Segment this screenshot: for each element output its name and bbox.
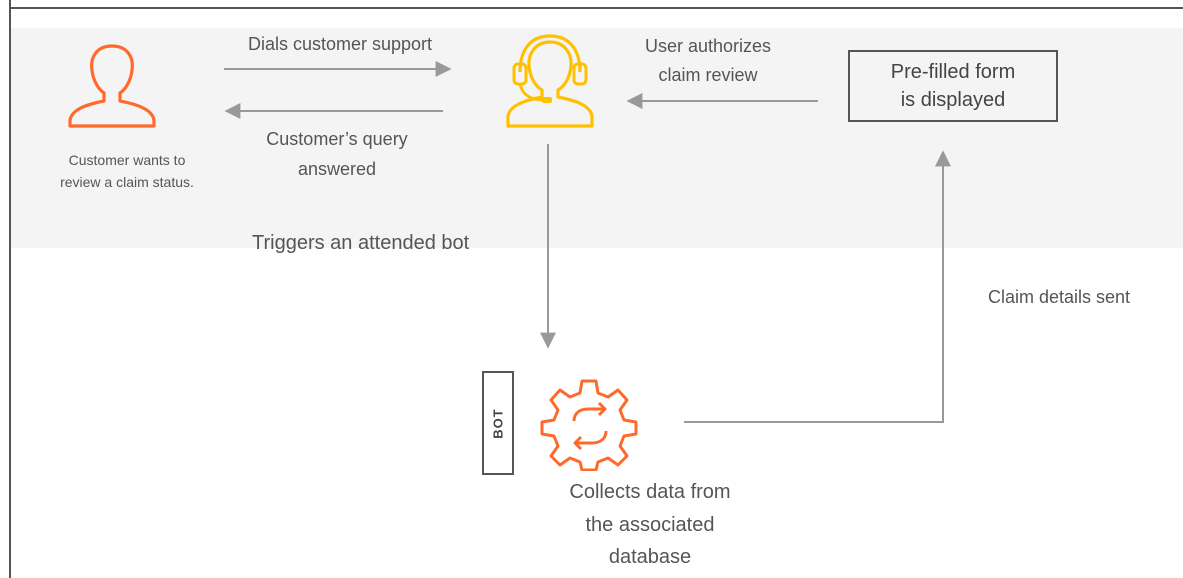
prefilled-form-box: Pre-filled form is displayed	[848, 50, 1058, 122]
label-collects-line3: database	[608, 546, 692, 568]
label-dials-support: Dials customer support	[247, 34, 433, 54]
bot-tag-label: BOT	[490, 407, 506, 439]
form-label-line1: Pre-filled form	[890, 61, 1016, 83]
label-query-answered-line1: Customer’s query	[266, 129, 408, 149]
frame-top-border	[9, 7, 1183, 9]
headset-agent-icon	[506, 34, 594, 128]
top-band	[10, 28, 1183, 248]
arrow-claim-details	[684, 150, 951, 423]
label-customer-line2: review a claim status.	[60, 174, 194, 190]
label-customer-line1: Customer wants to	[68, 152, 186, 168]
label-collects-line1: Collects data from	[569, 481, 731, 503]
form-label-line2: is displayed	[900, 89, 1006, 111]
label-triggers-bot: Triggers an attended bot	[252, 232, 470, 254]
label-user-authorizes-line1: User authorizes	[644, 36, 772, 56]
user-icon	[68, 44, 156, 128]
label-user-authorizes-line2: claim review	[658, 65, 758, 85]
label-claim-details-sent: Claim details sent	[987, 287, 1131, 307]
label-query-answered-line2: answered	[297, 159, 377, 179]
bot-tag-box: BOT	[482, 371, 514, 475]
gear-sync-icon	[540, 379, 638, 471]
frame-left-border	[9, 0, 11, 578]
label-collects-line2: the associated	[585, 514, 715, 536]
